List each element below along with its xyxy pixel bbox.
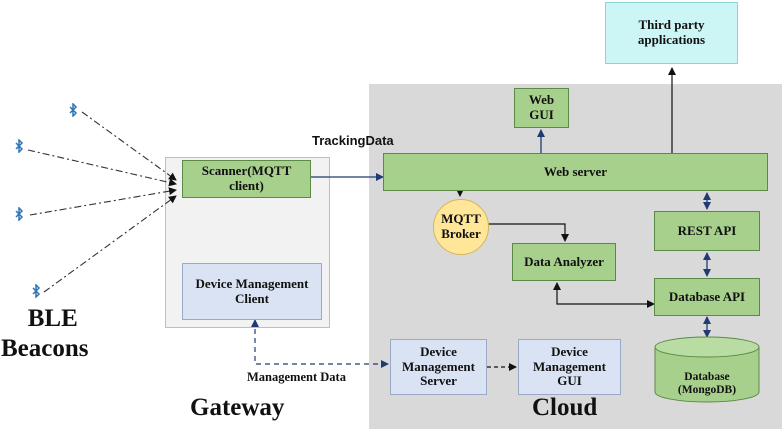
bluetooth-icon xyxy=(12,139,26,153)
management-data-label: Management Data xyxy=(247,370,346,384)
bluetooth-icon xyxy=(29,284,43,298)
database-cylinder xyxy=(654,336,760,403)
data-analyzer-box: Data Analyzer xyxy=(512,243,616,281)
scanner-box: Scanner(MQTT client) xyxy=(182,160,311,198)
beacon-signal-lines xyxy=(27,111,177,293)
ble-label-line1: BLE xyxy=(27,305,78,332)
ble-beacons-label: BLE Beacons xyxy=(1,304,89,364)
analyzer-dbapi-arrow xyxy=(553,282,655,308)
beacon-line-4 xyxy=(43,195,177,293)
rest-api-box: REST API xyxy=(654,211,760,251)
web-server-box: Web server xyxy=(383,153,768,191)
beacon-line-1 xyxy=(81,111,177,181)
gateway-title: Gateway xyxy=(190,394,285,421)
database-api-box: Database API xyxy=(654,278,760,316)
cloud-title: Cloud xyxy=(532,394,598,421)
bluetooth-icon xyxy=(12,207,26,221)
bluetooth-icon xyxy=(66,103,80,117)
ble-label-line2: Beacons xyxy=(1,335,89,362)
tracking-data-label: TrackingData xyxy=(312,133,394,148)
third-party-applications-box: Third party applications xyxy=(605,2,738,64)
beacon-line-3 xyxy=(29,187,177,216)
device-management-client-box: Device Management Client xyxy=(182,263,322,320)
web-gui-box: Web GUI xyxy=(514,88,569,128)
management-data-arrow xyxy=(251,319,389,368)
database-label: Database (MongoDB) xyxy=(677,370,737,396)
device-management-gui-box: Device Management GUI xyxy=(518,339,621,395)
mqtt-broker-node: MQTT Broker xyxy=(433,199,489,255)
beacon-line-2 xyxy=(27,149,177,187)
broker-to-analyzer-arrow xyxy=(488,223,569,242)
device-management-server-box: Device Management Server xyxy=(390,339,487,395)
